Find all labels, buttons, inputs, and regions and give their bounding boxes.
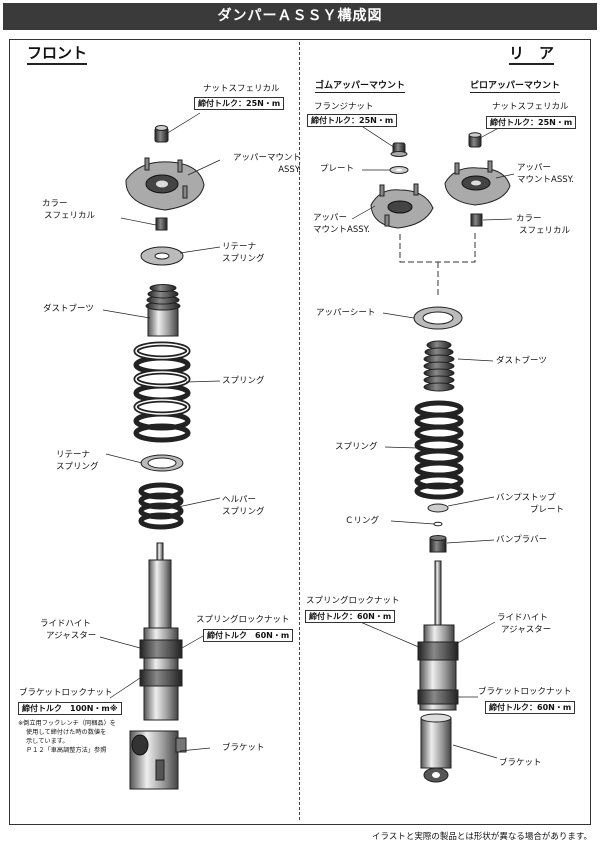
rear-ride-height-label: ライドハイトアジャスター <box>497 613 552 635</box>
rear-bump-stop-plate-label: バンプストッププレート <box>496 493 565 515</box>
rear-bracket <box>420 713 452 783</box>
rear-pillow-mount-label: アッパーマウントASSY. <box>517 163 574 185</box>
front-ride-height-label: ライドハイトアジャスター <box>40 619 97 641</box>
front-nut-spherical <box>154 125 169 143</box>
front-spring-lock-torque: 締付トルク 60N・m <box>203 629 294 642</box>
front-nut-spherical-label: ナットスフェリカル <box>203 84 280 94</box>
rear-flange-torque: 締付トルク：25N・m <box>307 114 398 127</box>
rear-bracket-lock-nut-label: ブラケットロックナット <box>478 687 572 697</box>
rear-flange-nut <box>390 142 408 157</box>
rear-plate-label: プレート <box>320 164 355 174</box>
rear-rubber-mount-title: ゴムアッパーマウント <box>315 81 406 93</box>
footer-disclaimer: イラストと実際の製品とは形状が異なる場合があります。 <box>372 832 592 842</box>
rear-spring-lock-torque: 締付トルク：60N・m <box>305 610 396 623</box>
front-retainer-mid <box>140 454 184 472</box>
front-note: ※倒立用フックレンチ（同梱品）を 使用して締付けた時の数値を 示しています。 Ｐ… <box>18 720 116 754</box>
rear-rubber-upper-mount <box>370 183 434 229</box>
rear-rubber-mount-label: アッパーマウントASSY. <box>313 213 370 235</box>
rear-mount-connector <box>399 230 476 295</box>
diagram-frame <box>9 39 591 825</box>
rear-spring <box>414 400 464 500</box>
front-bracket-lock-nut-label: ブラケットロックナット <box>19 688 113 698</box>
front-parts <box>125 125 205 790</box>
rear-spring-label: スプリング <box>335 442 378 452</box>
rear-pillow-mount-title: ピロアッパーマウント <box>470 81 561 93</box>
rear-leader-lines <box>351 122 515 759</box>
front-spring-label: スプリング <box>222 376 265 386</box>
front-dust-boot-label: ダストブーツ <box>43 304 94 314</box>
rear-parts <box>370 132 511 783</box>
front-damper-body <box>139 542 183 721</box>
rear-upper-seat-label: アッパーシート <box>316 308 376 318</box>
front-spring-lock-nut-label: スプリングロックナット <box>196 615 290 625</box>
front-section-title: フロント <box>27 45 88 65</box>
rear-c-ring-label: Ｃリング <box>345 516 380 526</box>
rear-nut-spherical <box>468 132 482 148</box>
rear-collar <box>470 213 483 227</box>
front-leader-lines <box>99 112 221 752</box>
rear-nut-torque: 締付トルク：25N・m <box>486 116 577 129</box>
rear-spring-lock-nut-label: スプリングロックナット <box>306 596 400 606</box>
rear-dust-boot-label: ダストブーツ <box>496 356 547 366</box>
front-retainer-top-label: リテーナスプリング <box>222 242 265 264</box>
front-collar <box>155 217 168 231</box>
rear-plate <box>389 166 409 174</box>
rear-bracket-lock-torque: 締付トルク：60N・m <box>485 701 576 714</box>
rear-collar-label: カラースフェリカル <box>516 214 571 236</box>
rear-pillow-upper-mount <box>444 160 511 206</box>
front-nut-torque: 締付トルク：25N・m <box>194 97 285 110</box>
rear-bump-rubber <box>429 535 447 553</box>
front-retainer-top <box>140 246 184 266</box>
rear-dust-boot <box>423 340 455 392</box>
rear-nut-spherical-label: ナットスフェリカル <box>492 102 569 112</box>
rear-bump-stop-plate <box>427 503 449 513</box>
front-retainer-mid-label: リテーナスプリング <box>56 450 99 472</box>
front-upper-mount <box>125 157 205 211</box>
front-helper-spring <box>138 482 184 530</box>
rear-upper-seat <box>413 306 463 330</box>
page-title: ダンパーＡＳＳＹ構成図 <box>3 3 597 30</box>
rear-bump-rubber-label: バンプラバー <box>496 535 548 545</box>
front-bracket <box>129 730 187 790</box>
rear-flange-nut-label: フランジナット <box>314 102 374 112</box>
rear-section-title: リ ア <box>509 45 555 65</box>
front-collar-label: カラースフェリカル <box>42 199 96 221</box>
front-helper-spring-label: ヘルパースプリング <box>222 495 265 517</box>
front-bracket-lock-torque: 締付トルク 100N・m※ <box>18 702 122 715</box>
front-dust-boot <box>145 284 181 337</box>
front-rear-divider <box>299 42 300 820</box>
rear-damper-body <box>417 560 459 711</box>
rear-bracket-label: ブラケット <box>499 758 542 768</box>
front-bracket-label: ブラケット <box>222 743 265 753</box>
rear-c-ring <box>433 521 443 527</box>
